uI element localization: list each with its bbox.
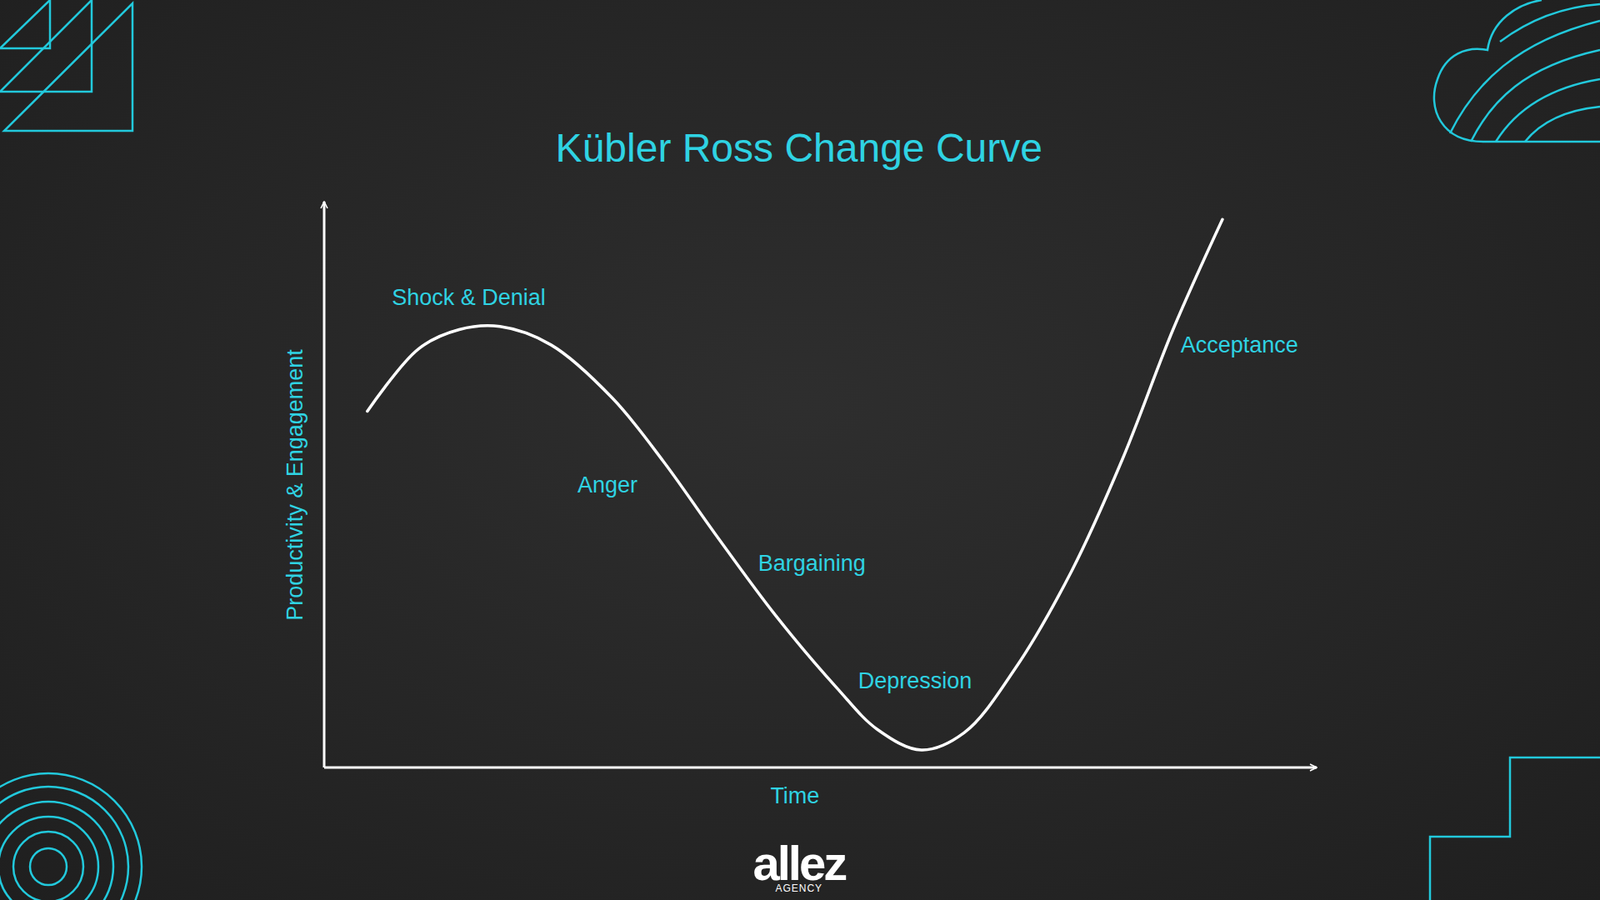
axis-label: Time	[770, 784, 820, 810]
stage-label: Depression	[858, 669, 973, 695]
stage-label: Acceptance	[1180, 333, 1299, 359]
stage-label: Shock & Denial	[391, 285, 546, 311]
corner-decoration	[0, 0, 133, 131]
logo-subtitle: AGENCY	[775, 883, 823, 895]
stage-label: Anger	[577, 473, 638, 499]
corner-decoration	[0, 773, 142, 900]
corner-decoration	[1434, 0, 1600, 142]
corner-decoration	[1430, 757, 1600, 900]
axis-label: Productivity & Engagement	[283, 349, 309, 621]
chart-axes	[324, 201, 1317, 768]
chart-title: Kübler Ross Change Curve	[555, 125, 1043, 170]
stage-label: Bargaining	[758, 551, 866, 577]
change-curve	[367, 219, 1223, 750]
logo-wordmark: allez	[752, 836, 845, 890]
